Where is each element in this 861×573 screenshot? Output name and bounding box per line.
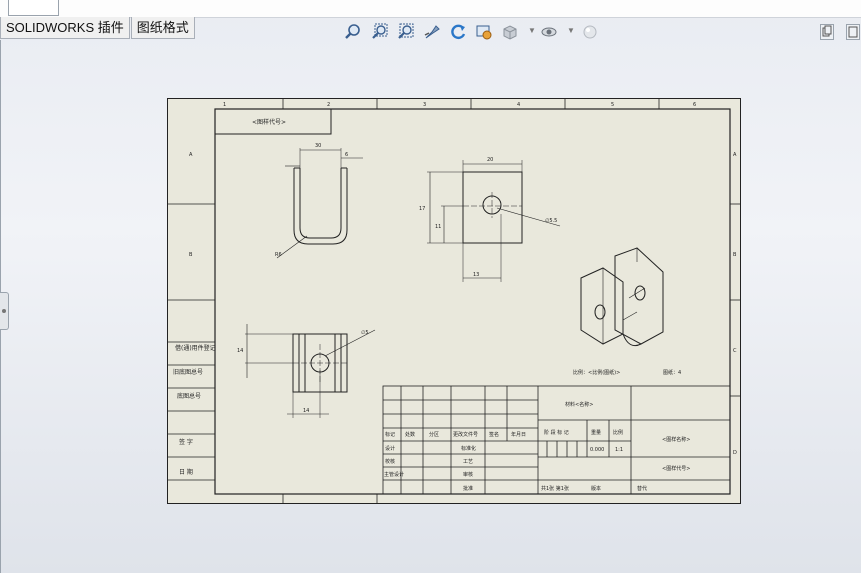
redraw-icon[interactable] [474,22,494,42]
row-header: 处数 [405,431,415,438]
view-top[interactable] [276,148,363,259]
command-tabs: SOLIDWORKS 插件 图纸格式 [0,17,196,40]
appearance-icon[interactable] [580,22,600,42]
name-box[interactable] [8,0,59,16]
dim-side-diameter: ∅5 [361,330,369,336]
view-front[interactable] [427,160,561,282]
dim-front-width: 20 [487,157,493,163]
scale-value: 1:1 [615,447,623,453]
role-label: 标准化 [461,445,476,452]
left-block-label: 借(通)用件登记 [175,344,216,352]
view-side[interactable] [245,324,376,418]
zone-number: 5 [611,102,614,108]
row-header: 更改文件号 [453,431,478,438]
zone-letters: A B A B C D [189,152,737,456]
zone-number: 1 [223,102,226,108]
top-strip [0,0,861,18]
zone-numbers-top: 1 2 3 4 5 6 [223,102,696,108]
dim-side-width: 14 [303,408,309,414]
zone-ticks [168,99,740,503]
zone-letter: A [189,152,193,158]
pan-icon[interactable] [422,22,442,42]
zone-letter: D [733,450,737,456]
sheet-note: 图纸：4 [663,369,681,376]
row-header: 标记 [385,431,395,438]
dim-front-hole-height: 11 [435,224,441,230]
code-box-label: <图样代号> [252,118,286,126]
weight-value: 0.000 [590,447,604,453]
restore-icon[interactable] [820,24,834,40]
zone-number: 3 [423,102,426,108]
pane-collapse-handle[interactable] [0,292,9,330]
chevron-down-icon[interactable]: ▼ [567,26,575,35]
drawing-sheet[interactable]: 1 2 3 4 5 6 A B A B C D <图样代号> 借(通)用件登记 … [167,98,741,504]
close-icon[interactable] [846,24,860,40]
left-block-label: 旧底图总号 [173,368,203,376]
zone-number: 6 [693,102,696,108]
chevron-down-icon[interactable]: ▼ [528,26,536,35]
role-label: 审核 [463,471,473,478]
left-registration-block [168,341,215,481]
hide-show-icon[interactable] [539,22,559,42]
zone-letter: C [733,348,737,354]
dim-front-bottom: 13 [473,272,479,278]
role-label: 设计 [385,445,395,452]
left-block-label: 签 字 [179,438,193,446]
row-header: 年月日 [511,431,526,438]
display-style-icon[interactable] [500,22,520,42]
zoom-to-fit-icon[interactable] [343,22,363,42]
replace-label: 替代 [637,485,647,492]
zone-letter: B [189,252,193,258]
role-label: 主管设计 [384,471,404,478]
sheet-outer-border [167,98,741,504]
version-label: 版本 [591,485,601,492]
zoom-in-out-icon[interactable] [396,22,416,42]
heads-up-view-toolbar: ▼ ▼ [343,22,603,42]
dim-side-height: 14 [237,348,243,354]
zone-letter: A [733,152,737,158]
zoom-to-area-icon[interactable] [370,22,390,42]
dim-top-inner: 6 [345,152,348,158]
drawing-code: <图样代号> [662,465,690,472]
left-block-label: 底图总号 [177,392,201,400]
tab-sheet-format[interactable]: 图纸格式 [130,17,195,39]
dim-radius: R6 [275,252,282,258]
view-isometric[interactable] [580,247,664,347]
rotate-icon[interactable] [448,22,468,42]
zone-number: 4 [517,102,520,108]
drawing-name: <图样名称> [662,436,690,443]
material-label: 材料<名称> [565,401,593,408]
stage-header: 比例 [613,429,623,436]
zone-number: 2 [327,102,330,108]
title-block [382,385,731,495]
code-box [214,108,332,135]
role-label: 工艺 [463,459,473,465]
row-header: 分区 [429,431,439,438]
dim-top-width: 30 [315,143,321,149]
stage-header: 阶 段 标 记 [544,429,569,436]
tab-solidworks-addins[interactable]: SOLIDWORKS 插件 [0,17,130,39]
stage-header: 重量 [591,429,601,436]
dim-front-height: 17 [419,206,425,212]
role-label: 校核 [385,458,395,465]
sheet-count: 共1张 第1张 [541,485,569,492]
left-block-label: 日 期 [179,468,193,476]
zone-letter: B [733,252,737,258]
scale-note: 比例：<比例(图纸)> [573,369,620,376]
role-label: 批准 [463,485,473,492]
row-header: 签名 [489,431,499,438]
dim-hole-diameter: ∅5.5 [545,218,557,224]
